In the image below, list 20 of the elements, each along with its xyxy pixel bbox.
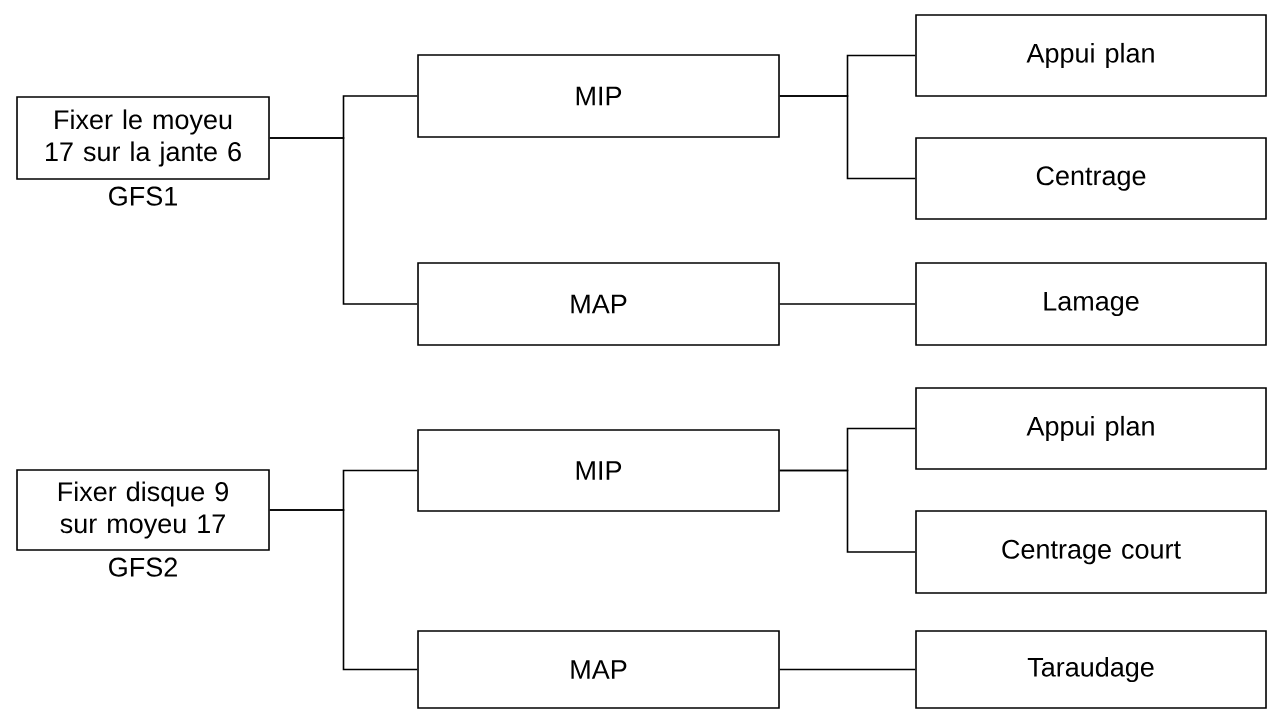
process-box: Fixer le moyeu 17 sur la jante 6 <box>16 96 270 180</box>
process-box: Lamage <box>915 262 1267 346</box>
process-box: MAP <box>417 630 780 709</box>
process-box: MIP <box>417 54 780 138</box>
process-box: MIP <box>417 429 780 512</box>
connector-line <box>269 137 418 305</box>
connector-line <box>779 95 916 180</box>
process-box: Centrage court <box>915 510 1267 594</box>
box-caption: GFS1 <box>109 186 177 206</box>
connector-line <box>779 668 916 671</box>
connector-line <box>779 303 916 305</box>
process-box: MAP <box>417 262 780 346</box>
process-box: Centrage <box>915 137 1267 220</box>
connector-line <box>269 509 418 671</box>
box-caption: GFS2 <box>109 557 177 577</box>
connector-line <box>779 469 916 553</box>
process-box: Fixer disque 9 sur moyeu 17 <box>16 469 270 551</box>
process-box: Appui plan <box>915 387 1267 470</box>
process-box: Taraudage <box>915 630 1267 709</box>
process-box: Appui plan <box>915 14 1267 97</box>
